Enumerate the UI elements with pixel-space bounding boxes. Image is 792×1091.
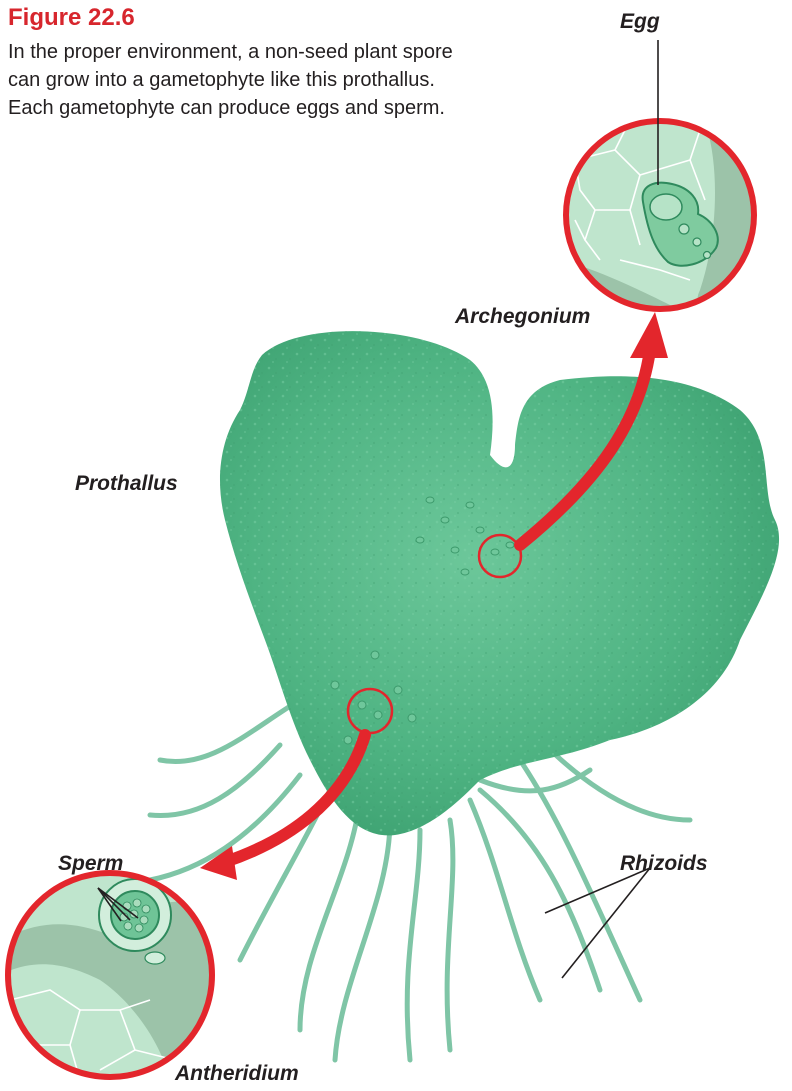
sperm-label: Sperm: [58, 852, 123, 876]
prothallus-body: [220, 331, 779, 835]
prothallus-label: Prothallus: [75, 472, 178, 496]
archegonium-label: Archegonium: [455, 305, 590, 329]
egg-label: Egg: [620, 10, 660, 34]
rhizoids-leader-lines: [545, 868, 650, 978]
antheridium-label: Antheridium: [175, 1062, 299, 1086]
rhizoids-label: Rhizoids: [620, 852, 708, 876]
archegonium-magnified: [560, 110, 760, 320]
